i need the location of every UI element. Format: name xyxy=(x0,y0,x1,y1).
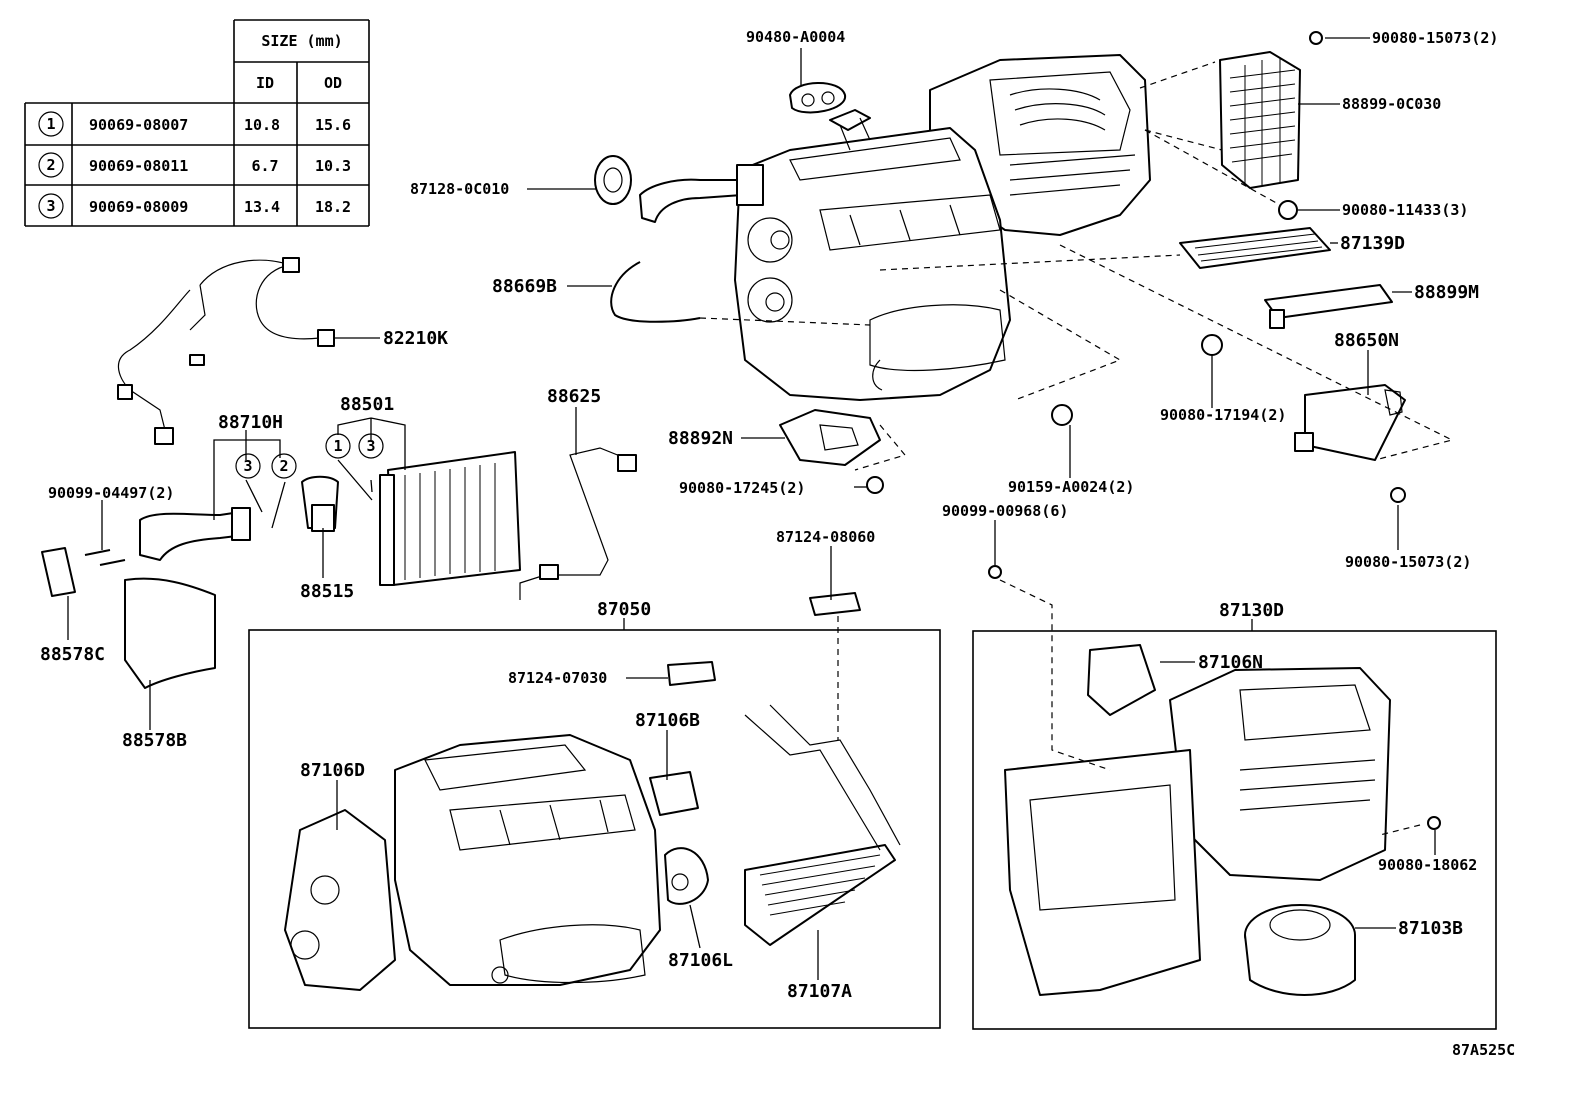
label-87106n: 87106N xyxy=(1198,652,1263,673)
box-87050 xyxy=(248,629,941,1029)
callout-88710h-3: 3 xyxy=(243,457,252,475)
dashed-guides xyxy=(699,61,1454,836)
label-90080-17194: 90080-17194(2) xyxy=(1160,406,1286,424)
box-87130d xyxy=(972,630,1497,1030)
label-88899-0c030: 88899-0C030 xyxy=(1342,95,1441,113)
table-size-header: SIZE (mm) xyxy=(261,32,342,50)
actuator-87106d xyxy=(284,809,396,991)
label-87124-08060: 87124-08060 xyxy=(776,528,875,546)
label-87103b: 87103B xyxy=(1398,918,1463,939)
seals-88578 xyxy=(41,547,216,689)
filter-case-88899-0c030 xyxy=(1219,51,1301,189)
sensor-88625 xyxy=(519,447,637,600)
blower-motor-87103b xyxy=(1244,904,1356,996)
table-od-3: 18.2 xyxy=(315,198,351,216)
callout-88501-3: 3 xyxy=(366,437,375,455)
filter-87139d xyxy=(1179,227,1331,269)
label-90080-15073-bottom: 90080-15073(2) xyxy=(1345,553,1471,571)
label-87128-0c010: 87128-0C010 xyxy=(410,180,509,198)
label-87106l: 87106L xyxy=(668,950,733,971)
label-90080-18062: 90080-18062 xyxy=(1378,856,1477,874)
callout-88710h-2: 2 xyxy=(279,457,288,475)
label-88892n: 88892N xyxy=(668,428,733,449)
part-labels: 90480-A0004 90080-15073(2) 88899-0C030 8… xyxy=(40,28,1515,1059)
filter-cover-88899m xyxy=(1264,284,1393,329)
label-90080-11433: 90080-11433(3) xyxy=(1342,201,1468,219)
actuator-87106n xyxy=(1087,644,1156,716)
blower-unit-87130d xyxy=(1004,667,1391,996)
size-table: SIZE (mm) ID OD 1 90069-08007 10.8 15.6 … xyxy=(24,19,370,227)
label-88501: 88501 xyxy=(340,394,394,415)
actuator-87106l xyxy=(664,847,709,905)
table-part-2: 90069-08011 xyxy=(89,157,188,175)
grommet-90480 xyxy=(789,82,847,114)
clip-87124-07030 xyxy=(667,661,716,686)
label-88625: 88625 xyxy=(547,386,601,407)
label-87050: 87050 xyxy=(597,599,651,620)
label-82210k: 82210K xyxy=(383,328,448,349)
label-87130d: 87130D xyxy=(1219,600,1284,621)
evaporator-88501 xyxy=(379,451,521,586)
table-ref-1: 1 xyxy=(46,115,55,133)
label-88710h: 88710H xyxy=(218,412,283,433)
duct-88892n xyxy=(779,409,881,466)
callout-88501-1: 1 xyxy=(333,437,342,455)
amplifier-88650n xyxy=(1294,384,1406,461)
table-id-2: 6.7 xyxy=(251,157,278,175)
leader-lines xyxy=(67,37,1436,980)
diagram-code: 87A525C xyxy=(1452,1041,1515,1059)
label-87106d: 87106D xyxy=(300,760,365,781)
hvac-unit-assembly xyxy=(734,54,1151,401)
table-ref-2: 2 xyxy=(46,156,55,174)
label-90080-17245: 90080-17245(2) xyxy=(679,479,805,497)
heater-core-87107a xyxy=(744,704,901,946)
label-87107a: 87107A xyxy=(787,981,852,1002)
label-88899m: 88899M xyxy=(1414,282,1479,303)
expansion-valve-88515 xyxy=(301,475,339,532)
fasteners xyxy=(84,31,1441,830)
label-90099-04497: 90099-04497(2) xyxy=(48,484,174,502)
label-88650n: 88650N xyxy=(1334,330,1399,351)
label-90159-a0024: 90159-A0024(2) xyxy=(1008,478,1134,496)
table-part-3: 90069-08009 xyxy=(89,198,188,216)
label-90080-15073-top: 90080-15073(2) xyxy=(1372,29,1498,47)
table-od-1: 15.6 xyxy=(315,116,351,134)
label-88515: 88515 xyxy=(300,581,354,602)
hose-88669b xyxy=(610,261,701,323)
actuator-87106b xyxy=(649,771,699,816)
pipe-88710h xyxy=(139,507,251,561)
grommet-87128 xyxy=(594,155,764,223)
table-ref-3: 3 xyxy=(46,197,55,215)
label-87106b: 87106B xyxy=(635,710,700,731)
label-87124-07030: 87124-07030 xyxy=(508,669,607,687)
table-col-id: ID xyxy=(256,74,274,92)
label-88669b: 88669B xyxy=(492,276,557,297)
callouts: 3 2 1 3 xyxy=(235,433,384,479)
table-part-1: 90069-08007 xyxy=(89,116,188,134)
table-id-3: 13.4 xyxy=(244,198,280,216)
label-88578c: 88578C xyxy=(40,644,105,665)
label-90480-a0004: 90480-A0004 xyxy=(746,28,845,46)
table-col-od: OD xyxy=(324,74,342,92)
label-90099-00968: 90099-00968(6) xyxy=(942,502,1068,520)
table-od-2: 10.3 xyxy=(315,157,351,175)
clip-87124-08060 xyxy=(809,592,861,616)
heater-unit-87050 xyxy=(394,734,661,986)
table-id-1: 10.8 xyxy=(244,116,280,134)
label-87139d: 87139D xyxy=(1340,233,1405,254)
label-88578b: 88578B xyxy=(122,730,187,751)
wire-harness-82210k xyxy=(117,257,335,445)
